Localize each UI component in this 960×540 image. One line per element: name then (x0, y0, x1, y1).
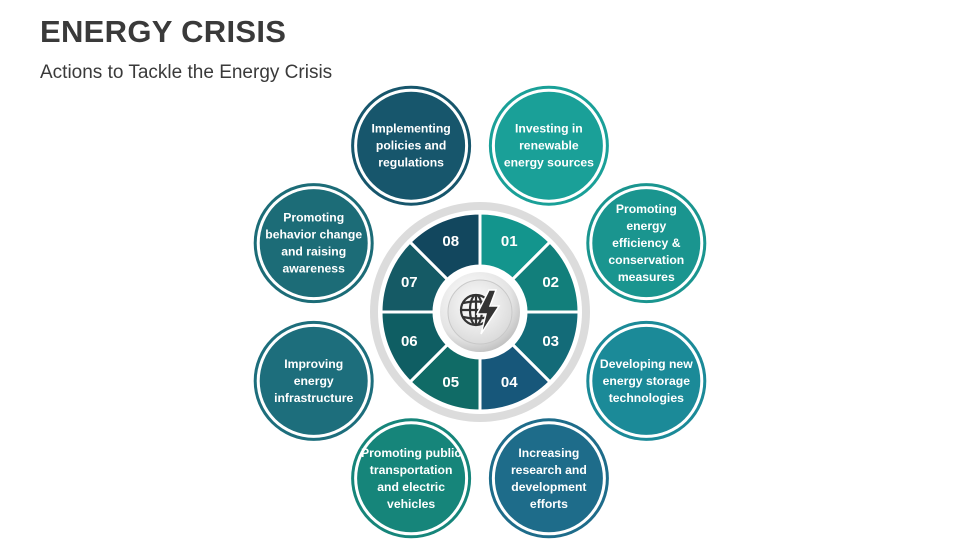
segment-number: 06 (401, 333, 418, 350)
bubble-label-line: infrastructure (274, 391, 353, 405)
segment-number: 08 (442, 233, 459, 250)
bubble-label-line: measures (618, 270, 675, 284)
segment-number: 01 (501, 233, 518, 250)
bubble-label-line: and electric (377, 480, 445, 494)
page-title: ENERGY CRISIS (40, 14, 287, 49)
bubble-fill (259, 189, 368, 298)
bubble-label-line: awareness (283, 262, 346, 276)
action-bubble-08: Implementing policies and regulations (351, 85, 472, 206)
segment-03: 03 (510, 310, 581, 385)
bubble-fill (494, 424, 603, 533)
bubble-label-line: efficiency & (612, 236, 681, 250)
bubble-label-line: Implementing (371, 122, 450, 136)
bubble-label-line: energy (294, 374, 334, 388)
bubble-label-line: energy sources (504, 156, 594, 170)
bubble-label-line: transportation (370, 463, 453, 477)
segment-shape (407, 211, 482, 282)
segment-number: 02 (542, 274, 559, 291)
center-hub (436, 268, 524, 356)
action-bubble-05: Promoting public transportation and electr… (351, 418, 472, 539)
action-bubble-07: Promoting behavior change and raising aware… (253, 183, 374, 304)
bubble-fill (259, 326, 368, 435)
bubble-label-line: energy (626, 219, 666, 233)
bubble-label-line: Investing in (515, 122, 583, 136)
bubble-fill (357, 91, 466, 200)
bubble-fill (494, 91, 603, 200)
bubble-label-line: energy storage (603, 374, 691, 388)
action-bubble-03: Developing new energy storage technologies (586, 320, 707, 441)
bubble-label-line: research and (511, 463, 587, 477)
bubble-label-line: behavior change (265, 228, 362, 242)
bubble-label-line: Promoting public (361, 446, 461, 460)
bubble-fill (592, 326, 701, 435)
bubble-label-line: and raising (281, 245, 346, 259)
action-bubble-06: Improving energy infrastructure (253, 320, 374, 441)
bubble-label-line: technologies (609, 391, 684, 405)
bubble-label-line: Promoting (616, 202, 677, 216)
bubble-label-line: efforts (530, 497, 568, 511)
segment-01: 01 (478, 211, 553, 282)
action-bubble-01: Investing in renewable energy sources (488, 85, 609, 206)
bubble-label-line: Increasing (518, 446, 579, 460)
action-bubble-04: Increasing research and development efforts (488, 418, 609, 539)
bubble-label-line: regulations (378, 156, 444, 170)
bubble-label-line: Developing new (600, 357, 693, 371)
segment-number: 04 (501, 374, 518, 391)
bubble-label-line: conservation (608, 253, 684, 267)
bubble-label-line: vehicles (387, 497, 435, 511)
segment-number: 07 (401, 274, 418, 291)
bubble-fill (357, 424, 466, 533)
bubble-label-line: development (511, 480, 586, 494)
segment-08: 08 (407, 211, 482, 282)
bubble-label-line: Improving (284, 357, 343, 371)
bubble-label-line: Promoting (283, 211, 344, 225)
segment-number: 05 (442, 374, 459, 391)
globe-lightning-icon (459, 289, 501, 335)
bubble-label-line: renewable (519, 139, 579, 153)
page-subtitle: Actions to Tackle the Energy Crisis (40, 62, 333, 83)
segment-number: 03 (542, 333, 559, 350)
action-bubble-02: Promoting energy efficiency & conservation m… (586, 183, 707, 304)
bubble-fill (592, 189, 701, 298)
bubble-label-line: policies and (376, 139, 446, 153)
bubbles-layer: Investing in renewable energy sourcesPromo… (253, 85, 707, 539)
